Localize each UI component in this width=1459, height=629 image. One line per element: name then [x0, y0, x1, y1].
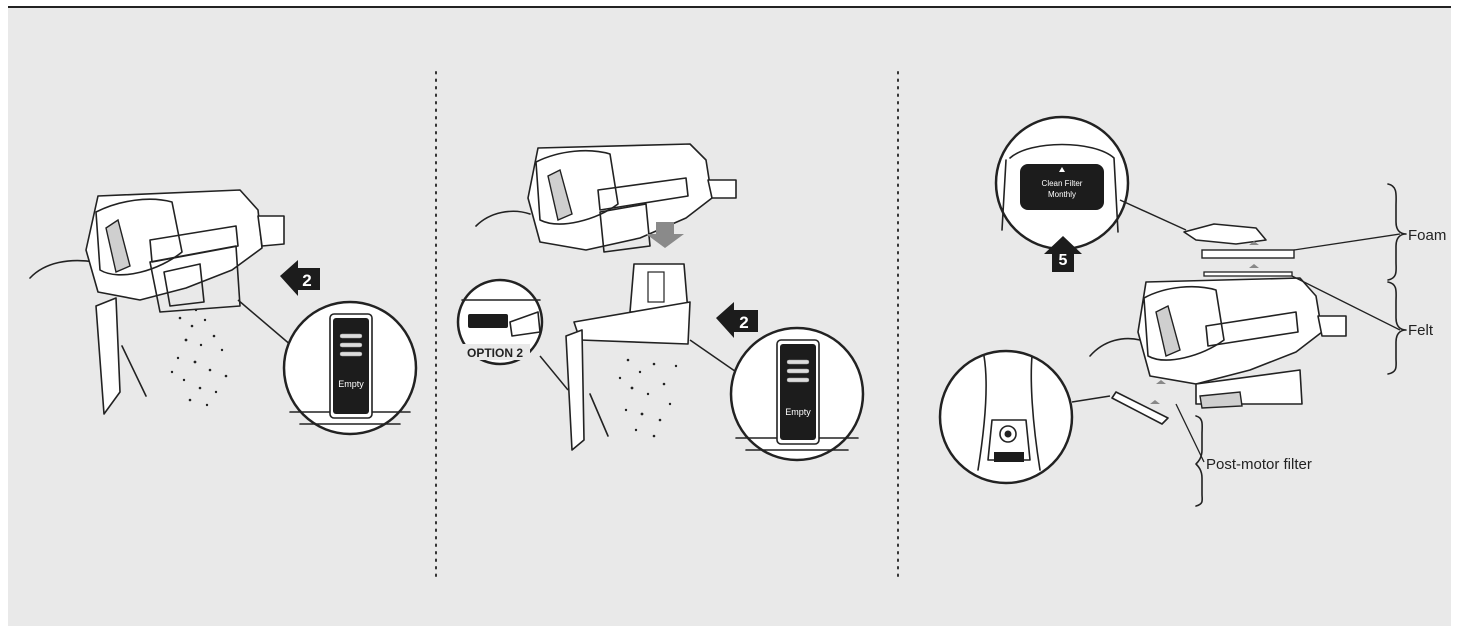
empty-button-label: Empty — [785, 407, 811, 417]
foam-filter — [1202, 250, 1294, 258]
badge-line-2: Monthly — [1048, 190, 1076, 199]
post-motor-brace — [1196, 416, 1202, 506]
direction-arrow: 2 — [280, 260, 320, 296]
direction-arrow: 2 — [716, 302, 758, 338]
badge-line-1: Clean Filter — [1042, 179, 1083, 188]
option-label: OPTION 2 — [467, 346, 523, 360]
leader-line — [238, 300, 292, 346]
filter-zoom-detail: Clean Filter Monthly — [996, 117, 1128, 249]
power-cord — [1090, 339, 1140, 356]
option-inset: OPTION 2 — [458, 280, 542, 364]
empty-button — [333, 318, 369, 414]
step-number: 5 — [1059, 252, 1068, 269]
debris — [171, 309, 228, 406]
foam-brace — [1388, 184, 1406, 280]
panel-3: Clean Filter Monthly 5 — [940, 117, 1446, 506]
vacuum-body — [528, 144, 736, 252]
debris — [619, 359, 677, 438]
dust-door — [96, 298, 120, 414]
foam-leader — [1294, 234, 1400, 250]
leader-line — [1120, 200, 1186, 230]
zoom-detail: Empty — [731, 328, 863, 460]
panel-2: OPTION 2 2 Empty — [458, 144, 863, 460]
empty-button — [780, 344, 816, 440]
inset-leader-line — [540, 356, 568, 390]
power-cord — [476, 211, 530, 226]
foam-label: Foam — [1408, 227, 1446, 244]
step-number: 2 — [302, 271, 311, 290]
post-motor-leader — [1176, 404, 1204, 462]
felt-label: Felt — [1408, 322, 1434, 339]
zoom-detail: Empty — [284, 302, 416, 434]
filter-cover — [1184, 224, 1266, 244]
vacuum-body — [1138, 278, 1346, 408]
felt-filter — [1204, 272, 1292, 276]
vacuum-body — [86, 190, 284, 312]
power-cord — [30, 261, 95, 278]
dust-bin — [566, 264, 690, 450]
step-number: 2 — [739, 313, 748, 332]
door-hinge — [122, 346, 146, 396]
panel-1: 2 Empty — [30, 190, 416, 434]
post-motor-filter-part — [1112, 392, 1168, 424]
leader-line — [1072, 396, 1110, 402]
post-motor-label: Post-motor filter — [1206, 456, 1312, 473]
empty-button-label: Empty — [338, 379, 364, 389]
post-motor-zoom-detail — [940, 351, 1072, 483]
